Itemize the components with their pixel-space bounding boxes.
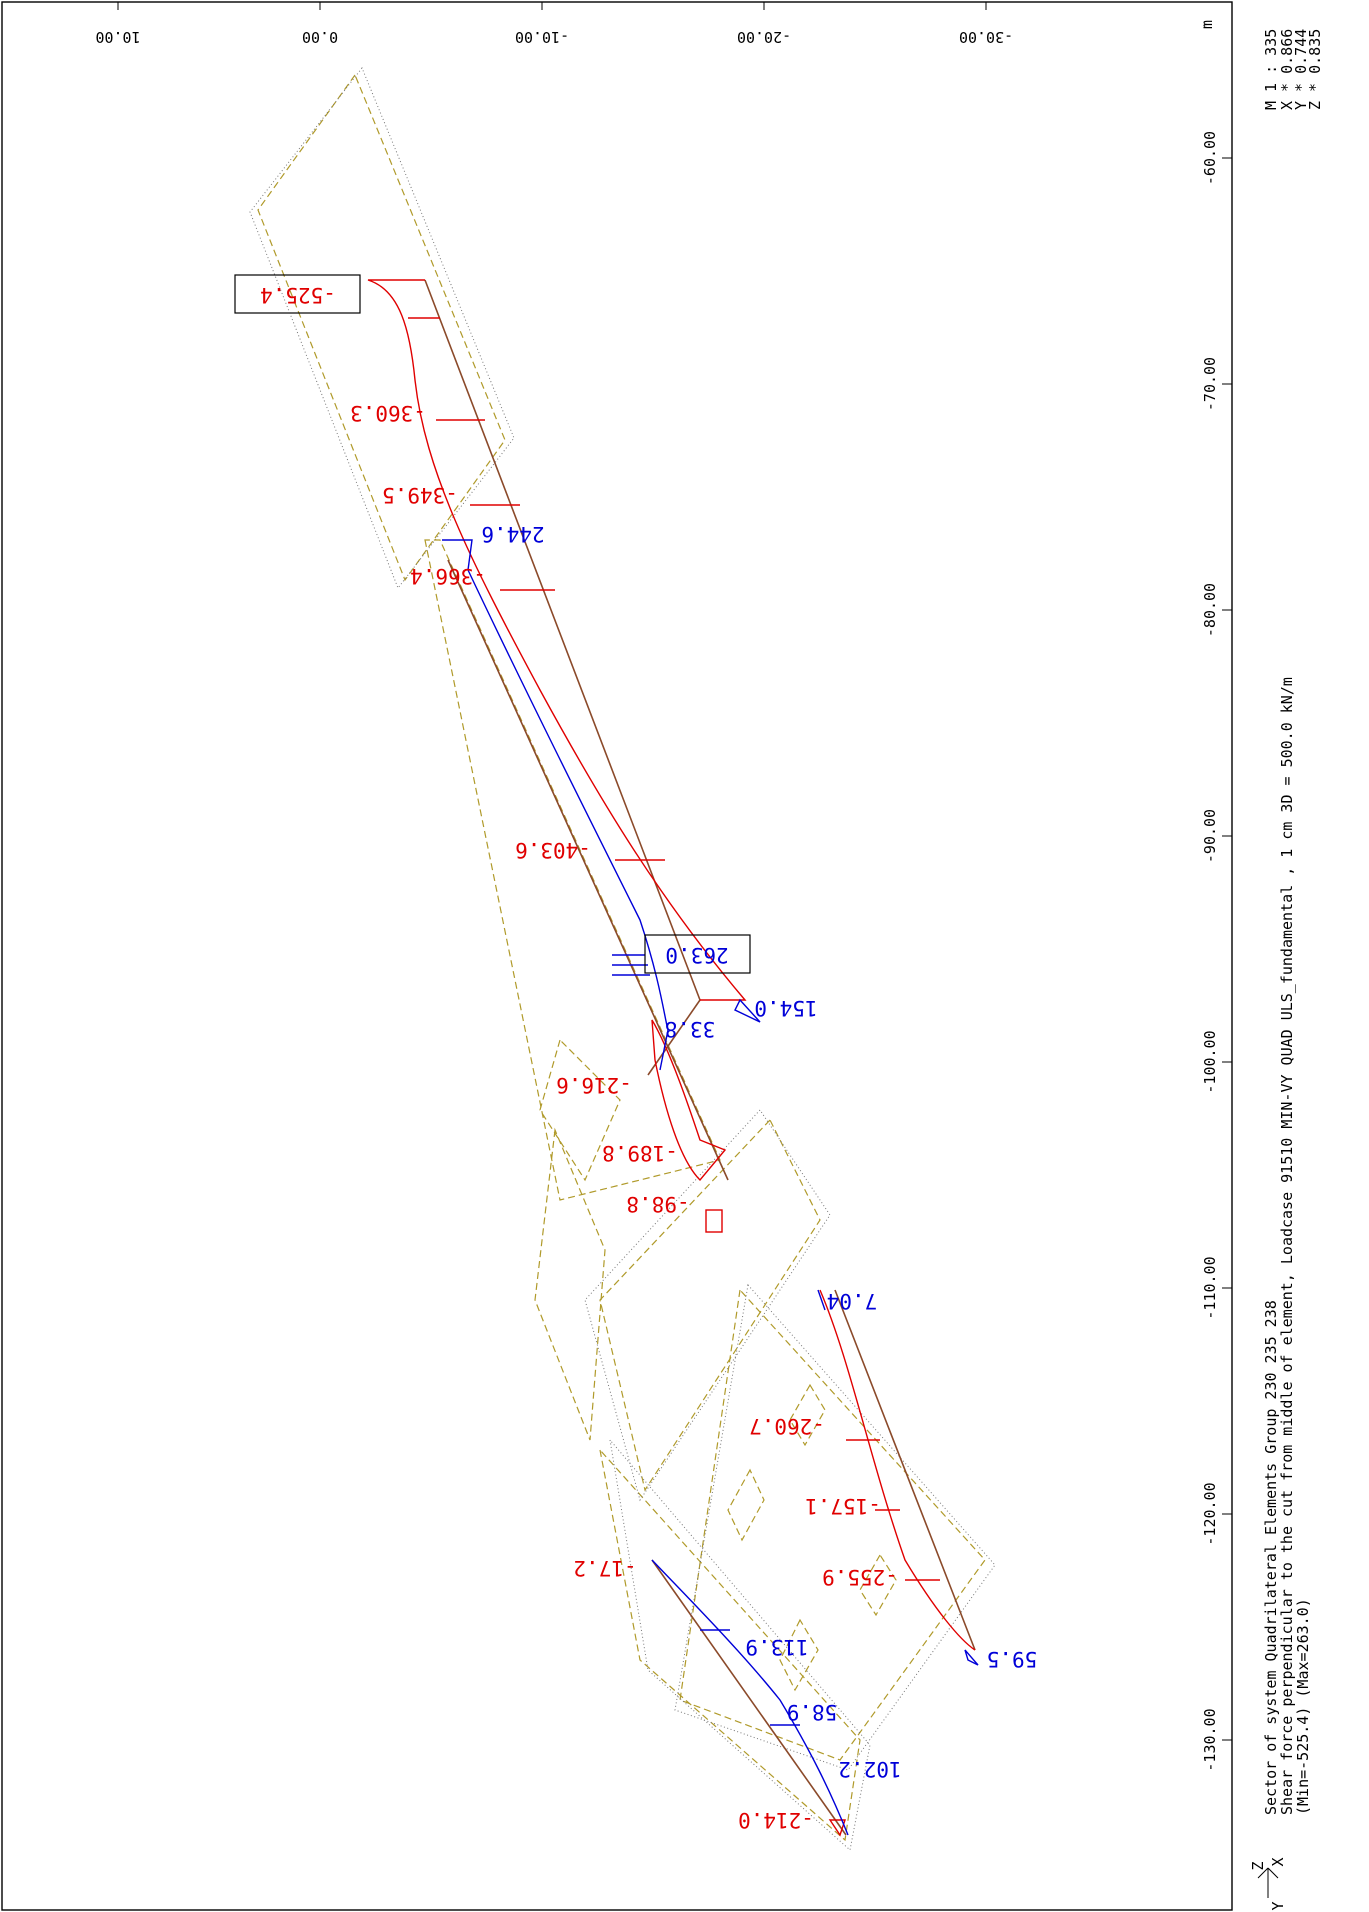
axis-x-label: X	[1269, 1857, 1287, 1866]
value-label: -98.8	[626, 1192, 689, 1216]
top-tick-label: -10.00	[515, 28, 569, 46]
right-tick-label: -130.00	[1201, 1708, 1219, 1771]
z-factor: Z * 0.835	[1306, 29, 1324, 110]
right-axis: -60.00 -70.00 -80.00 -90.00 -100.00 -110…	[1201, 131, 1232, 1772]
value-label: 7.04	[827, 1289, 878, 1313]
value-label: -349.5	[382, 483, 458, 507]
right-tick-label: -120.00	[1201, 1482, 1219, 1545]
top-axis: 10.00 0.00 -10.00 -20.00 -30.00	[95, 2, 1013, 46]
caption-line-3: (Min=-525.4) (Max=263.0)	[1294, 1598, 1312, 1815]
value-label: 33.8	[665, 1017, 716, 1041]
axis-triad-icon: Z Y X	[1249, 1857, 1287, 1910]
caption: Sector of system Quadrilateral Elements …	[1262, 677, 1312, 1815]
value-label: 154.0	[754, 996, 817, 1020]
right-tick-label: -60.00	[1201, 131, 1219, 185]
right-tick-label: -70.00	[1201, 357, 1219, 411]
value-label: -157.1	[805, 1494, 881, 1518]
value-label: -216.6	[556, 1073, 632, 1097]
value-label: 244.6	[481, 522, 544, 546]
top-tick-label: 10.00	[95, 28, 140, 46]
min-value-frame	[234, 274, 361, 314]
caption-line-2: Shear force perpendicular to the cut fro…	[1278, 677, 1296, 1815]
value-label: -214.0	[738, 1808, 814, 1832]
scale-block: m M 1 : 335 X * 0.866 Y * 0.744 Z * 0.83…	[1198, 20, 1324, 110]
value-label: -360.3	[350, 401, 426, 425]
value-label: -403.6	[515, 838, 591, 862]
value-labels: -525.4 -360.3 -349.5 244.6 -366.4 -403.6…	[260, 283, 1037, 1832]
caption-line-1: Sector of system Quadrilateral Elements …	[1262, 1300, 1280, 1815]
value-label: -255.9	[822, 1565, 898, 1589]
value-label: 58.9	[787, 1700, 838, 1724]
top-tick-label: -30.00	[959, 28, 1013, 46]
drawing-frame	[1, 1, 1233, 1911]
value-label: 59.5	[987, 1647, 1038, 1671]
axis-z-label: Z	[1249, 1861, 1267, 1870]
beam-lines	[424, 279, 976, 1836]
positive-shear-curves	[442, 539, 979, 1836]
right-tick-label: -90.00	[1201, 809, 1219, 863]
right-tick-label: -80.00	[1201, 583, 1219, 637]
value-label: -189.8	[602, 1141, 678, 1165]
element-outlines	[249, 67, 996, 1851]
axis-y-label: Y	[1269, 1901, 1287, 1910]
max-value-frame	[644, 934, 751, 974]
right-tick-label: -100.00	[1201, 1030, 1219, 1093]
y-factor: Y * 0.744	[1292, 29, 1310, 110]
value-label: -260.7	[749, 1414, 825, 1438]
value-label: -525.4	[260, 283, 336, 307]
negative-shear-curves	[367, 279, 976, 1837]
x-factor: X * 0.866	[1278, 29, 1296, 110]
value-label: 113.9	[745, 1635, 808, 1659]
right-tick-label: -110.00	[1201, 1256, 1219, 1319]
top-tick-label: 0.00	[302, 28, 338, 46]
value-label: -17.2	[573, 1556, 636, 1580]
unit-label: m	[1198, 20, 1216, 29]
value-label: 263.0	[665, 943, 728, 967]
scale-ratio: M 1 : 335	[1262, 29, 1280, 110]
value-label: -366.4	[410, 564, 486, 588]
top-tick-label: -20.00	[737, 28, 791, 46]
value-label: 102.2	[838, 1757, 901, 1781]
